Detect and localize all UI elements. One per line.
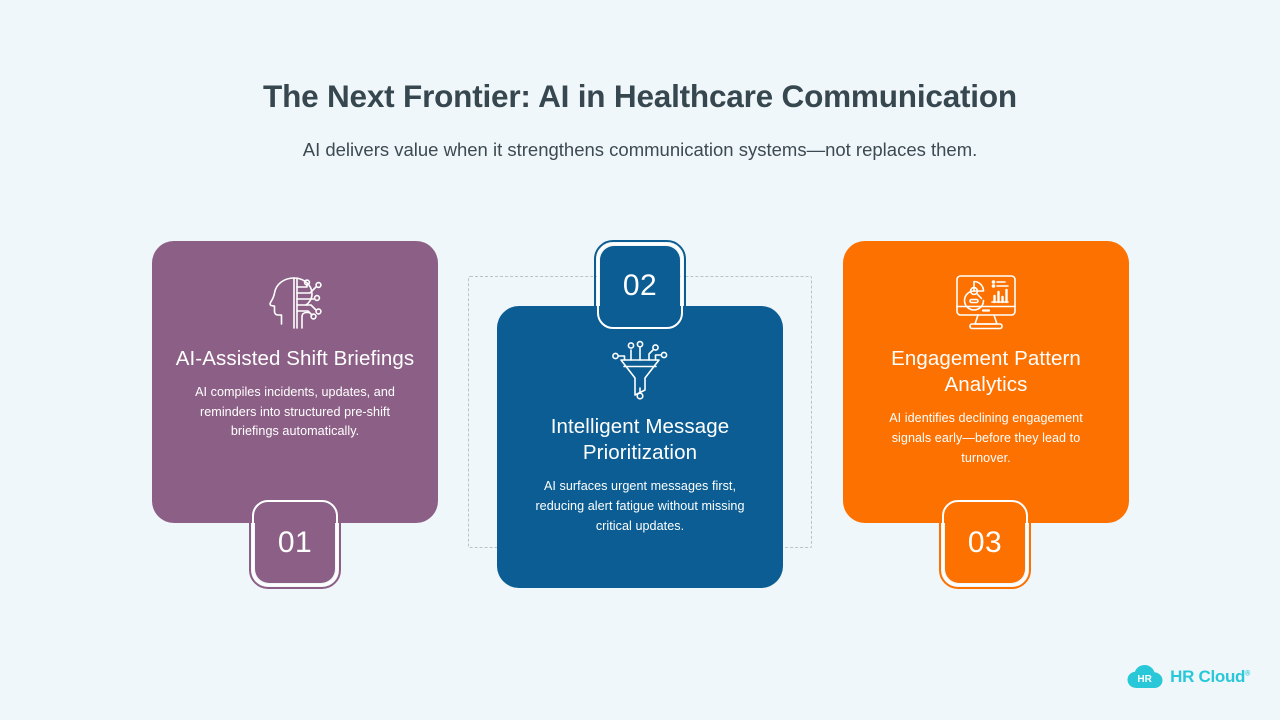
step-badge-1-number: 01: [277, 526, 313, 559]
header: The Next Frontier: AI in Healthcare Comm…: [0, 78, 1280, 162]
funnel-circuit-icon: [609, 338, 671, 400]
hr-cloud-logo: HR HR Cloud®: [1127, 664, 1250, 690]
feature-card-3[interactable]: Engagement Pattern Analytics AI identifi…: [843, 241, 1129, 523]
feature-card-1[interactable]: AI-Assisted Shift Briefings AI compiles …: [152, 241, 438, 523]
feature-card-3-description: AI identifies declining engagement signa…: [889, 411, 1083, 465]
analytics-monitor-icon: [950, 272, 1022, 334]
feature-card-2[interactable]: Intelligent Message Prioritization AI su…: [497, 306, 783, 588]
step-badge-2-number: 02: [622, 269, 658, 302]
step-badge-3-number: 03: [967, 526, 1003, 559]
feature-card-3-title: Engagement Pattern Analytics: [891, 347, 1081, 397]
logo-name: HR Cloud: [1170, 667, 1246, 686]
feature-card-1-title: AI-Assisted Shift Briefings: [175, 347, 415, 370]
cloud-icon: HR: [1127, 665, 1163, 688]
svg-text:HR: HR: [1137, 674, 1152, 685]
feature-card-1-description: AI compiles incidents, updates, and remi…: [195, 385, 395, 439]
feature-card-2-title: Intelligent Message Prioritization: [550, 415, 730, 465]
ai-head-circuit-icon: [264, 272, 326, 334]
feature-card-2-description: AI surfaces urgent messages first, reduc…: [535, 479, 745, 533]
logo-trademark: ®: [1245, 670, 1250, 678]
step-badge-1: 01: [249, 497, 341, 589]
page-title: The Next Frontier: AI in Healthcare Comm…: [263, 78, 1017, 114]
page-subtitle: AI delivers value when it strengthens co…: [302, 138, 978, 160]
step-badge-3: 03: [939, 497, 1031, 589]
step-badge-2: 02: [594, 240, 686, 332]
logo-wordmark: HR Cloud®: [1170, 667, 1250, 687]
